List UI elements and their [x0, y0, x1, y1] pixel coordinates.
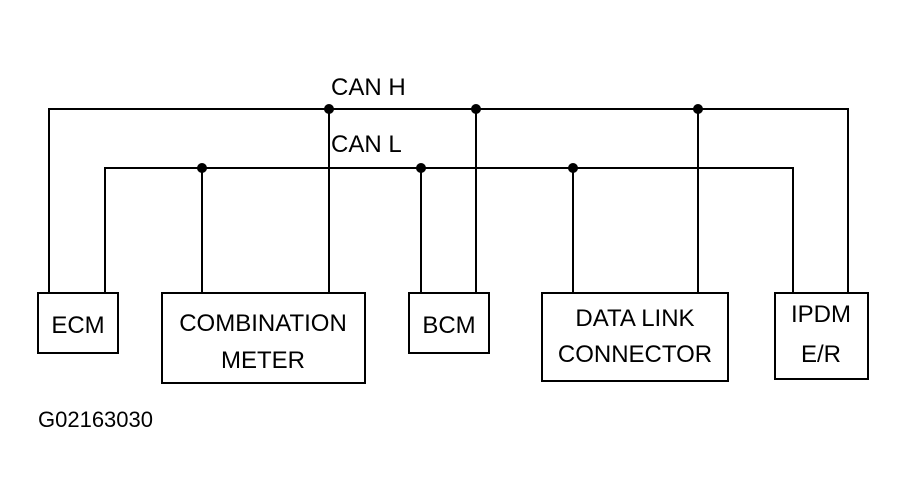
can-h-bus [48, 104, 849, 293]
data-link-connector-label-line1: DATA LINK [575, 305, 694, 332]
module-combination-meter: COMBINATION METER [161, 292, 366, 384]
combination-meter-box [161, 292, 366, 384]
bcm-box [408, 292, 490, 354]
can-l-bus [104, 163, 794, 293]
can-h-junction-data-link-connector [693, 104, 703, 114]
figure-code: G02163030 [38, 407, 153, 432]
module-ecm: ECM [37, 292, 119, 354]
ecm-box [37, 292, 119, 354]
can-l-wire [104, 167, 794, 293]
bcm-label: BCM [422, 312, 475, 339]
can-l-junction-bcm [416, 163, 426, 173]
combination-meter-label-line2: METER [221, 347, 305, 374]
can-l-label: CAN L [331, 131, 402, 158]
ipdm-er-label-line2: E/R [801, 341, 841, 368]
can-l-junction-data-link-connector [568, 163, 578, 173]
data-link-connector-label-line2: CONNECTOR [558, 341, 712, 368]
ecm-label: ECM [51, 312, 104, 339]
can-h-junction-bcm [471, 104, 481, 114]
data-link-connector-box [541, 292, 729, 382]
module-data-link-connector: DATA LINK CONNECTOR [541, 292, 729, 382]
can-h-wire [48, 108, 849, 293]
ipdm-er-box [774, 292, 869, 380]
can-l-junction-combination-meter [197, 163, 207, 173]
module-bcm: BCM [408, 292, 490, 354]
can-h-junction-combination-meter [324, 104, 334, 114]
combination-meter-label-line1: COMBINATION [179, 310, 347, 337]
can-h-label: CAN H [331, 74, 406, 101]
ipdm-er-label-line1: IPDM [791, 301, 851, 328]
module-ipdm-er: IPDM E/R [774, 292, 869, 380]
